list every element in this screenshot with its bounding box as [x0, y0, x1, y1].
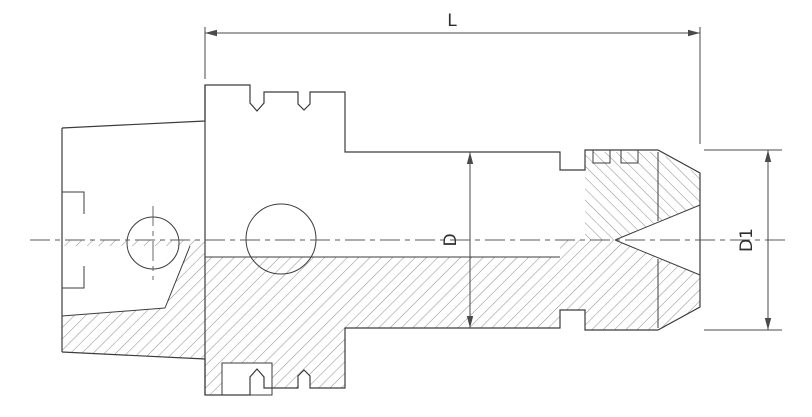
- internal-cavities: [62, 240, 700, 395]
- end-face-step-lower: [62, 266, 85, 289]
- collet-cone-line-lower: [614, 239, 701, 276]
- arrow-L-right: [688, 29, 700, 37]
- section-hatching: [62, 152, 700, 395]
- nut-spanner-slot-2: [620, 149, 639, 164]
- nut-upper-section-hatch: [585, 152, 700, 240]
- centerline-group: [30, 206, 790, 280]
- dimension-D1: D1: [704, 149, 782, 331]
- nut-spanner-slot-1: [592, 149, 611, 164]
- arrow-D-top: [466, 152, 474, 164]
- dimension-label-L: L: [447, 11, 457, 31]
- dimension-D: D: [441, 152, 474, 328]
- arrow-D-bottom: [466, 316, 474, 328]
- upper-profile: [61, 84, 701, 240]
- end-face-step-upper: [62, 191, 85, 214]
- arrow-D1-bottom: [764, 318, 772, 330]
- shank-bore-edge: [164, 245, 191, 309]
- part-outline: [61, 84, 701, 396]
- collet-cone-line-upper: [614, 204, 701, 241]
- dimension-label-D1: D1: [737, 228, 757, 252]
- flange-ball-groove: [245, 203, 317, 275]
- shank-bore-edge-2: [61, 307, 166, 317]
- arrow-D1-top: [764, 150, 772, 162]
- flange-drive-slot-outline: [221, 362, 273, 396]
- central-coolant-bore: [205, 240, 560, 257]
- dimension-label-D: D: [441, 233, 461, 246]
- arrow-L-left: [205, 29, 217, 37]
- shank-hollow-bore: [62, 246, 190, 316]
- dimension-L: L: [204, 11, 701, 144]
